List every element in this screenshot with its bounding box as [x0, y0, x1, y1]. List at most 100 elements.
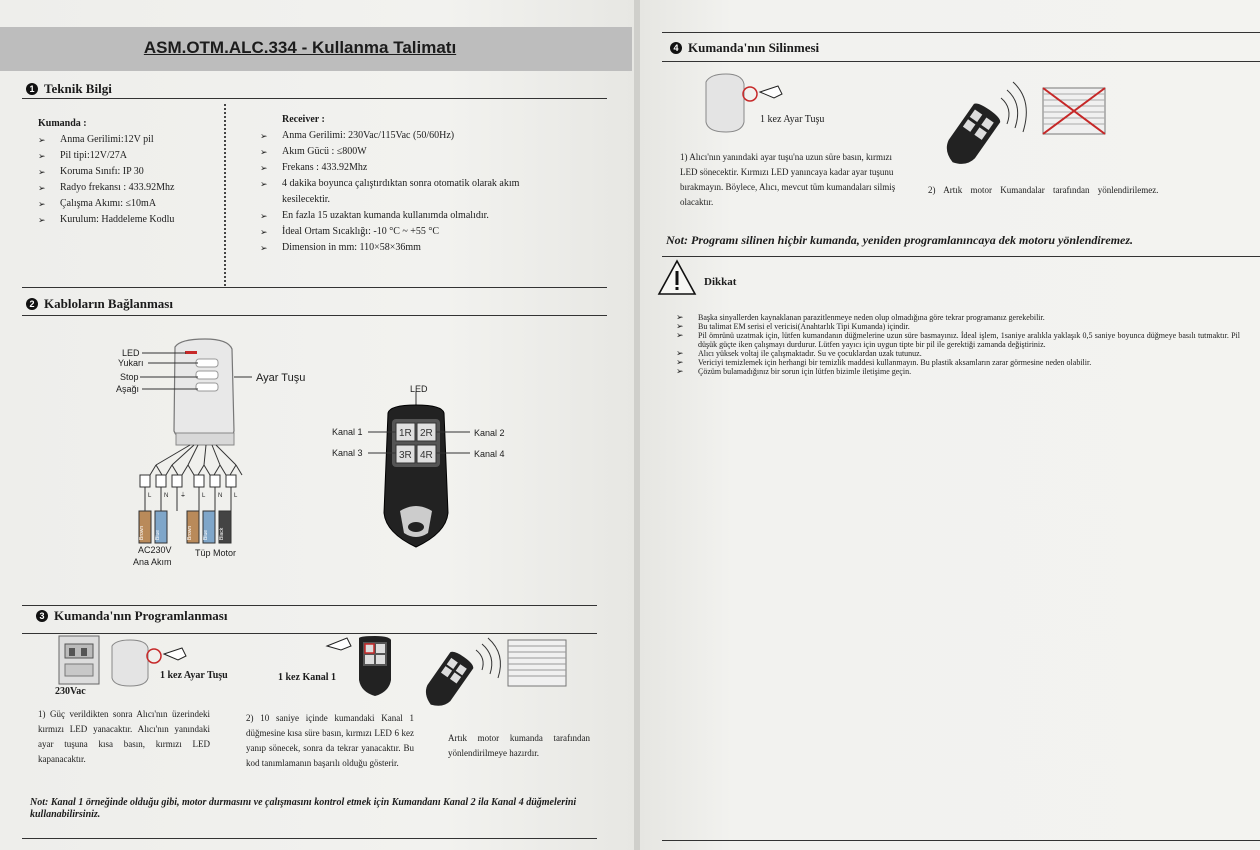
- prog-note: Not: Kanal 1 örneğinde olduğu gibi, moto…: [30, 797, 577, 820]
- receiver-spec: Frekans : 433.92Mhz: [260, 160, 560, 176]
- label-kanal-4: Kanal 4: [474, 449, 505, 459]
- terminal-label: N: [164, 493, 168, 499]
- section-2-title: 2 Kabloların Bağlanması: [26, 296, 173, 312]
- label-kanal-1: Kanal 1: [332, 427, 363, 437]
- terminal-label: ⏚: [180, 492, 186, 499]
- receiver-press-icon: [705, 73, 783, 133]
- circuit-breaker-icon: [58, 635, 100, 685]
- section-1-number: 1: [26, 83, 38, 95]
- remote-led-label: LED: [410, 384, 428, 394]
- warning-icon: [657, 259, 697, 295]
- remote-button-4r: 4R: [420, 450, 433, 461]
- right-page: 4 Kumanda'nın Silinmesi 1 kez Ayar Tuşu 1…: [640, 0, 1260, 850]
- remote-button-1r: 1R: [399, 428, 412, 439]
- section-2-number: 2: [26, 298, 38, 310]
- receiver-press-icon: [111, 639, 187, 687]
- remote-diagram: 1R 2R 3R 4R: [368, 391, 470, 548]
- section-1-label: Teknik Bilgi: [44, 81, 112, 96]
- label-stop: Stop: [120, 372, 139, 382]
- receiver-spec: 4 dakika boyunca çalıştırdıktan sonra ot…: [260, 176, 560, 208]
- section-3-title: 3 Kumanda'nın Programlanması: [36, 608, 227, 624]
- wire-color-label: Brown: [187, 526, 193, 540]
- divider: [22, 633, 597, 634]
- document-title: ASM.OTM.ALC.334 - Kullanma Talimatı: [143, 38, 457, 57]
- section-3-label: Kumanda'nın Programlanması: [54, 608, 228, 623]
- dikkat-list: Başka sinyallerden kaynaklanan parazitle…: [676, 313, 1240, 376]
- section-4-title: 4 Kumanda'nın Silinmesi: [670, 40, 819, 56]
- dikkat-heading: Dikkat: [704, 276, 737, 288]
- terminal-label: L: [234, 493, 238, 499]
- receiver-wiring-diagram: Brown Blue Brown Blue Black L N ⏚ L N L: [138, 338, 252, 544]
- wire-color-label: Brown: [139, 526, 145, 540]
- section-2-label: Kabloların Bağlanması: [44, 296, 173, 311]
- terminal-label: N: [218, 493, 222, 499]
- wire-color-label: Black: [219, 527, 225, 540]
- label-tup-motor: Tüp Motor: [195, 548, 237, 558]
- divider: [22, 605, 597, 606]
- divider: [22, 315, 607, 316]
- prog-step-2: 2) 10 saniye içinde kumandaki Kanal 1 dü…: [246, 713, 414, 768]
- remote-to-shutter-icon: [425, 637, 567, 706]
- section-1-title: 1 Teknik Bilgi: [26, 81, 112, 97]
- dikkat-item: Alıcı yüksek voltaj ile çalışmaktadır. S…: [676, 349, 1240, 358]
- dikkat-item: Bu talimat EM serisi el vericisi(Anahtar…: [676, 322, 1240, 331]
- label-led: LED: [122, 348, 140, 358]
- label-1-kez-ayar: 1 kez Ayar Tuşu: [160, 670, 228, 681]
- section-4-number: 4: [670, 42, 682, 54]
- title-bar: [0, 27, 632, 71]
- label-1-kez-ayar-sil: 1 kez Ayar Tuşu: [760, 114, 825, 125]
- kumanda-spec: Anma Gerilimi:12V pil: [38, 132, 228, 148]
- label-230vac: 230Vac: [55, 686, 86, 697]
- remote-button-2r: 2R: [420, 428, 433, 439]
- kumanda-spec: Koruma Sınıfı: IP 30: [38, 164, 228, 180]
- receiver-specs: Receiver : Anma Gerilimi: 230Vac/115Vac …: [260, 112, 560, 256]
- divider: [662, 256, 1260, 257]
- sil-step-2: 2) Artık motor Kumandalar tarafından yön…: [928, 185, 1159, 195]
- kumanda-spec: Kurulum: Haddeleme Kodlu: [38, 212, 228, 228]
- divider: [22, 98, 607, 99]
- prog-step-3: Artık motor kumanda tarafından yönlendir…: [448, 733, 590, 758]
- label-ayar-tusu: Ayar Tuşu: [256, 372, 306, 384]
- remote-button-3r: 3R: [399, 450, 412, 461]
- divider: [662, 61, 1260, 62]
- sil-note: Not: Programı silinen hiçbir kumanda, ye…: [666, 233, 1134, 247]
- kumanda-spec: Çalışma Akımı: ≤10mA: [38, 196, 228, 212]
- divider: [22, 838, 597, 839]
- terminal-label: L: [148, 493, 152, 499]
- divider: [662, 840, 1260, 841]
- divider: [22, 287, 607, 288]
- kumanda-spec: Pil tipi:12V/27A: [38, 148, 228, 164]
- dikkat-item: Çözüm bulamadığınız bir sorun için lütfe…: [676, 367, 1240, 376]
- dikkat-item: Başka sinyallerden kaynaklanan parazitle…: [676, 313, 1240, 322]
- wire-color-label: Blue: [155, 530, 161, 540]
- kumanda-specs: Kumanda : Anma Gerilimi:12V pil Pil tipi…: [38, 116, 228, 228]
- dikkat-item: Vericiyi temizlemek için herhangi bir te…: [676, 358, 1240, 367]
- section-4-label: Kumanda'nın Silinmesi: [688, 40, 820, 55]
- remote-to-blocked-shutter-icon: [946, 81, 1106, 164]
- label-kanal-3: Kanal 3: [332, 448, 363, 458]
- label-asagi: Aşağı: [116, 384, 140, 394]
- receiver-spec: Anma Gerilimi: 230Vac/115Vac (50/60Hz): [260, 128, 560, 144]
- receiver-heading: Receiver :: [282, 114, 325, 125]
- left-page: ASM.OTM.ALC.334 - Kullanma Talimatı 1 Tek…: [0, 0, 634, 850]
- label-ana-akim: Ana Akım: [133, 557, 172, 567]
- label-kanal-2: Kanal 2: [474, 428, 505, 438]
- receiver-spec: Akım Gücü : ≤800W: [260, 144, 560, 160]
- kumanda-spec: Radyo frekansı : 433.92Mhz: [38, 180, 228, 196]
- prog-step-1: 1) Güç verildikten sonra Alıcı'nın üzeri…: [38, 709, 210, 764]
- label-1-kez-kanal1: 1 kez Kanal 1: [278, 672, 337, 683]
- section-3-number: 3: [36, 610, 48, 622]
- kumanda-heading: Kumanda :: [38, 118, 87, 129]
- column-divider: [224, 104, 226, 286]
- receiver-spec: Dimension in mm: 110×58×36mm: [260, 240, 560, 256]
- dikkat-item: Pil ömrünü uzatmak için, lütfen kumandan…: [676, 331, 1240, 349]
- divider: [662, 32, 1260, 33]
- receiver-spec: İdeal Ortam Sıcaklığı: -10 °C ~ +55 °C: [260, 224, 560, 240]
- label-ac230v: AC230V: [138, 545, 172, 555]
- remote-press-icon: [325, 636, 391, 696]
- wire-color-label: Blue: [203, 530, 209, 540]
- terminal-label: L: [202, 493, 206, 499]
- receiver-spec: En fazla 15 uzaktan kumanda kullanımda o…: [260, 208, 560, 224]
- label-yukari: Yukarı: [118, 358, 144, 368]
- sil-step-1: 1) Alıcı'nın yanındaki ayar tuşu'na uzun…: [680, 152, 896, 207]
